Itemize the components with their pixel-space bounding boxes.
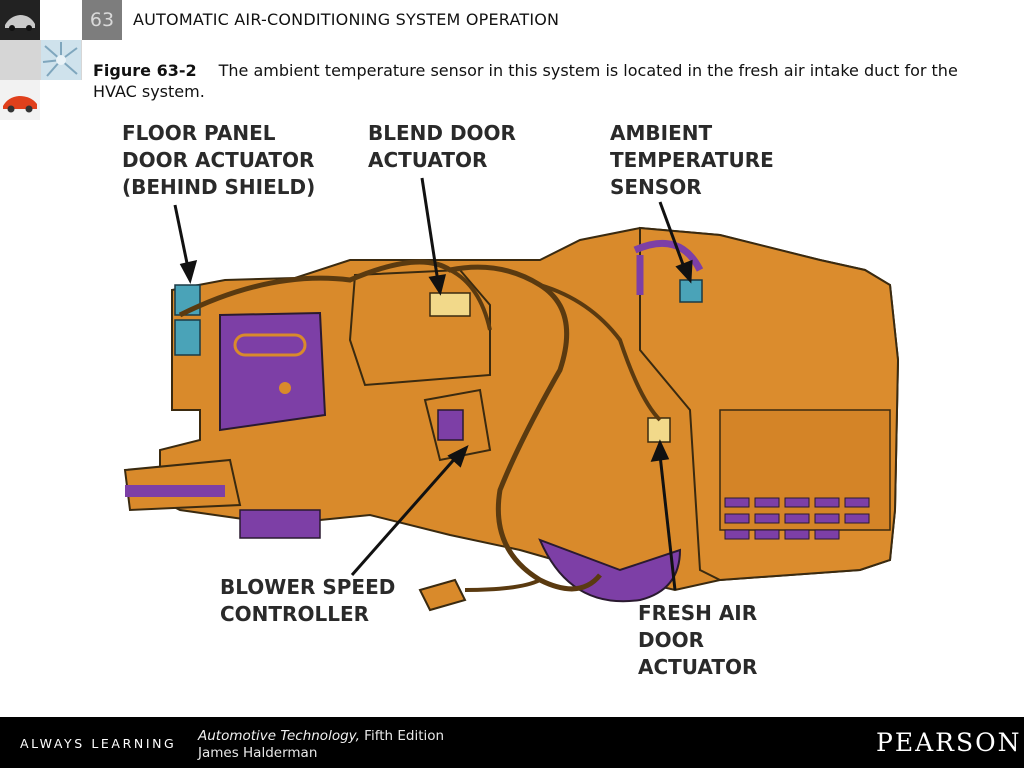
footer-tagline: ALWAYS LEARNING	[20, 736, 177, 751]
car-thumbnail	[0, 0, 40, 40]
ambient-sensor-label: AMBIENT TEMPERATURE SENSOR	[610, 121, 781, 199]
book-author: James Halderman	[198, 745, 318, 761]
blower-speed-label: BLOWER SPEED CONTROLLER	[220, 575, 402, 626]
blower-wheel	[538, 538, 682, 603]
publisher-logo: PEARSON	[876, 728, 1022, 757]
fresh-air-label: FRESH AIR DOOR ACTUATOR	[638, 601, 764, 679]
book-title: Automotive Technology,	[198, 728, 360, 744]
book-edition: Fifth Edition	[359, 728, 445, 744]
footer-bar: ALWAYS LEARNING Automotive Technology, F…	[0, 717, 1024, 768]
floor-panel-label: FLOOR PANEL DOOR ACTUATOR (BEHIND SHIELD…	[122, 121, 321, 199]
fresh-air-connector	[647, 417, 671, 443]
chapter-title: AUTOMATIC AIR-CONDITIONING SYSTEM OPERAT…	[133, 10, 560, 29]
figure-label: Figure 63-2	[93, 61, 197, 80]
blend-door-label: BLEND DOOR ACTUATOR	[368, 121, 523, 172]
purple-shield	[219, 311, 327, 432]
blend-door-connector	[429, 292, 471, 317]
thumbnail-strip	[0, 0, 82, 120]
hvac-diagram: FLOOR PANEL DOOR ACTUATOR (BEHIND SHIELD…	[120, 110, 910, 700]
red-car-thumbnail	[0, 80, 40, 120]
ambient-sensor-connector	[679, 279, 703, 303]
turbine-thumbnail	[41, 40, 81, 80]
caption-text: The ambient temperature sensor in this s…	[93, 61, 958, 101]
book-info: Automotive Technology, Fifth Edition Jam…	[198, 728, 444, 762]
chapter-number: 63	[82, 0, 122, 40]
